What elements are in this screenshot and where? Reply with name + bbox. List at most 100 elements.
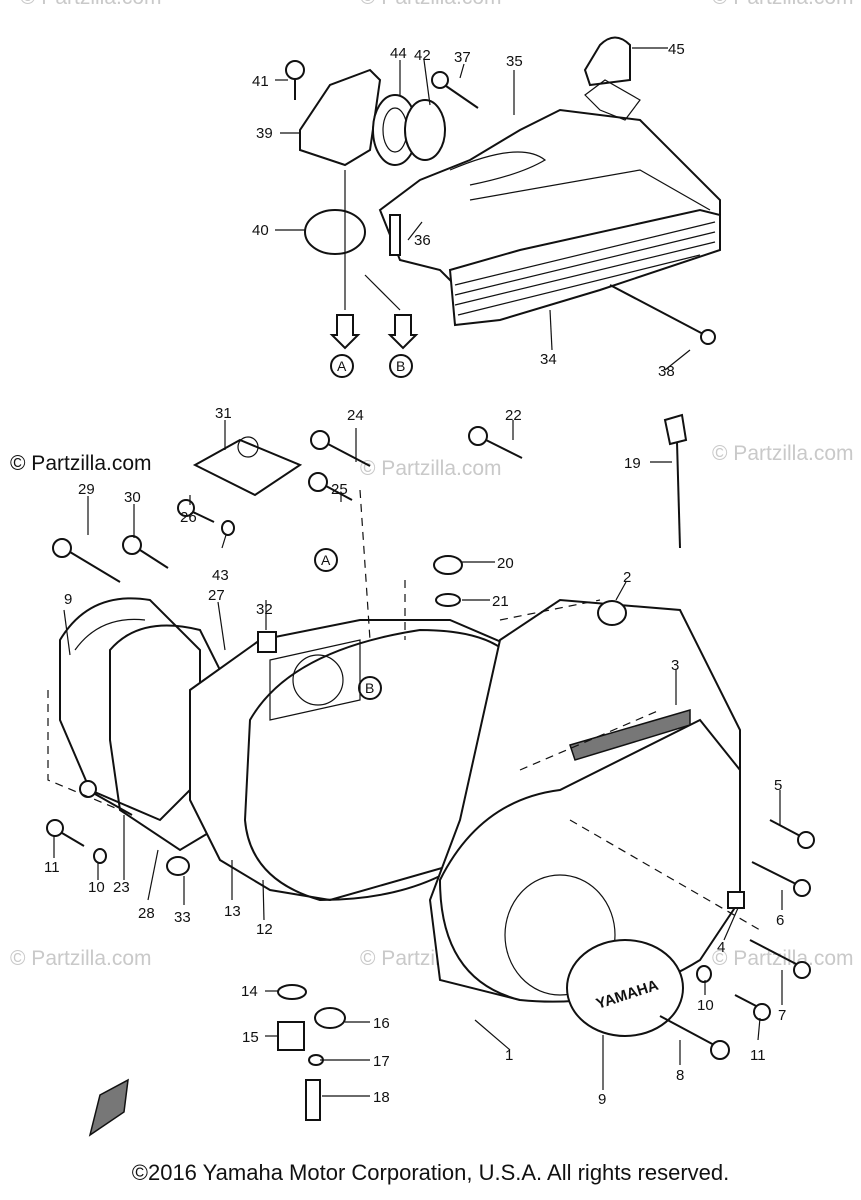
callout-10-left: 10 (88, 879, 105, 896)
ring-42 (404, 99, 446, 161)
callout-45: 45 (668, 41, 685, 58)
callout-43: 43 (212, 567, 229, 584)
callout-33: 33 (174, 909, 191, 926)
chain-case (448, 208, 721, 327)
callout-1: 1 (505, 1047, 513, 1064)
bolt-30 (122, 535, 169, 569)
callout-5: 5 (774, 777, 782, 794)
callout-44: 44 (390, 45, 407, 62)
ref-label-b-lower: B (365, 680, 374, 696)
bolt-6 (751, 861, 811, 897)
callout-8: 8 (676, 1067, 684, 1084)
callout-2: 2 (623, 569, 631, 586)
callout-11-right: 11 (750, 1047, 766, 1064)
bolt-11-right (734, 994, 771, 1021)
callout-16: 16 (373, 1015, 390, 1032)
watermark-top-left: © Partzilla.com (20, 0, 162, 9)
bolt-37-head (431, 71, 449, 89)
bolt-22 (468, 426, 523, 459)
ref-circle-a-lower (314, 548, 338, 572)
callout-4: 4 (717, 939, 725, 956)
washer-10-left (93, 848, 107, 864)
bolt-41-head (285, 60, 305, 80)
callout-3: 3 (671, 657, 679, 674)
ref-label-a-lower: A (321, 552, 331, 568)
callout-41: 41 (252, 73, 269, 90)
callout-9-left: 9 (64, 591, 72, 608)
bolt-7 (749, 939, 811, 979)
bolt-29 (52, 538, 121, 583)
bolt-11-left (46, 819, 85, 847)
callout-18: 18 (373, 1089, 390, 1106)
watermark-left: © Partzilla.com (10, 452, 152, 475)
bolt-18 (305, 1079, 321, 1121)
bolt-15 (277, 1021, 305, 1051)
watermark-lower-right: © Partzilla.com (712, 947, 854, 970)
dowel-2 (597, 600, 627, 626)
callout-6: 6 (776, 912, 784, 929)
callout-37: 37 (454, 49, 471, 66)
ref-label-a-upper: A (337, 358, 347, 374)
bolt-24 (310, 430, 371, 467)
lower-assembly: YAMAHA (46, 413, 815, 1137)
watermark-lower-left: © Partzilla.com (10, 947, 152, 970)
front-arrow-icon (88, 1078, 129, 1137)
dipstick-19 (663, 413, 688, 446)
callout-14: 14 (241, 983, 258, 1000)
washer-10-right (696, 965, 712, 983)
callout-34: 34 (540, 351, 557, 368)
callout-7: 7 (778, 1007, 786, 1024)
bolt-25 (308, 472, 353, 501)
ref-circle-a-upper (330, 354, 354, 378)
callout-36: 36 (414, 232, 431, 249)
o-ring-40 (304, 209, 366, 255)
callout-9-right: 9 (598, 1091, 606, 1108)
callout-13: 13 (224, 903, 241, 920)
bolt-38 (609, 284, 706, 336)
ref-circle-b-lower (358, 676, 382, 700)
callout-29: 29 (78, 481, 95, 498)
callout-21: 21 (492, 593, 509, 610)
callouts: 1 2 3 4 5 6 7 8 9 9 10 10 11 11 12 13 14… (44, 41, 786, 1108)
watermarks: © Partzilla.com © Partzilla.com © Partzi… (10, 0, 854, 970)
copyright-notice: ©2016 Yamaha Motor Corporation, U.S.A. A… (131, 1160, 730, 1185)
callout-42: 42 (414, 47, 431, 64)
ref-circle-b-upper (389, 354, 413, 378)
upper-assembly: A B (285, 36, 721, 378)
callout-30: 30 (124, 489, 141, 506)
plate-3 (569, 709, 691, 761)
callout-22: 22 (505, 407, 522, 424)
callout-39: 39 (256, 125, 273, 142)
callout-19: 19 (624, 455, 641, 472)
gasket-27 (109, 624, 231, 852)
bolt-5 (769, 819, 815, 849)
washer-43 (221, 520, 235, 536)
callout-17: 17 (373, 1053, 390, 1070)
nut-4 (727, 891, 745, 909)
callout-35: 35 (506, 53, 523, 70)
left-cover-9 (59, 597, 201, 822)
callout-27: 27 (208, 587, 225, 604)
callout-32: 32 (256, 601, 273, 618)
callout-12: 12 (256, 921, 273, 938)
callout-leaders (53, 47, 783, 1097)
ref-label-b-upper: B (396, 358, 405, 374)
callout-23: 23 (113, 879, 130, 896)
strainer-16 (314, 1007, 346, 1029)
callout-11-left: 11 (44, 859, 60, 876)
callout-31: 31 (215, 405, 232, 422)
bolt-8 (659, 1015, 730, 1060)
watermark-top-right: © Partzilla.com (712, 0, 854, 9)
callout-24: 24 (347, 407, 364, 424)
plate-31 (192, 438, 303, 497)
bolt-36 (389, 214, 401, 256)
watermark-center: © Partzilla.com (360, 457, 502, 480)
washer-14 (277, 984, 307, 1000)
bracket-39 (299, 68, 382, 167)
callout-40: 40 (252, 222, 269, 239)
yamaha-cover-9 (566, 939, 684, 1037)
plug-33 (166, 856, 190, 876)
callout-28: 28 (138, 905, 155, 922)
callout-15: 15 (242, 1029, 259, 1046)
